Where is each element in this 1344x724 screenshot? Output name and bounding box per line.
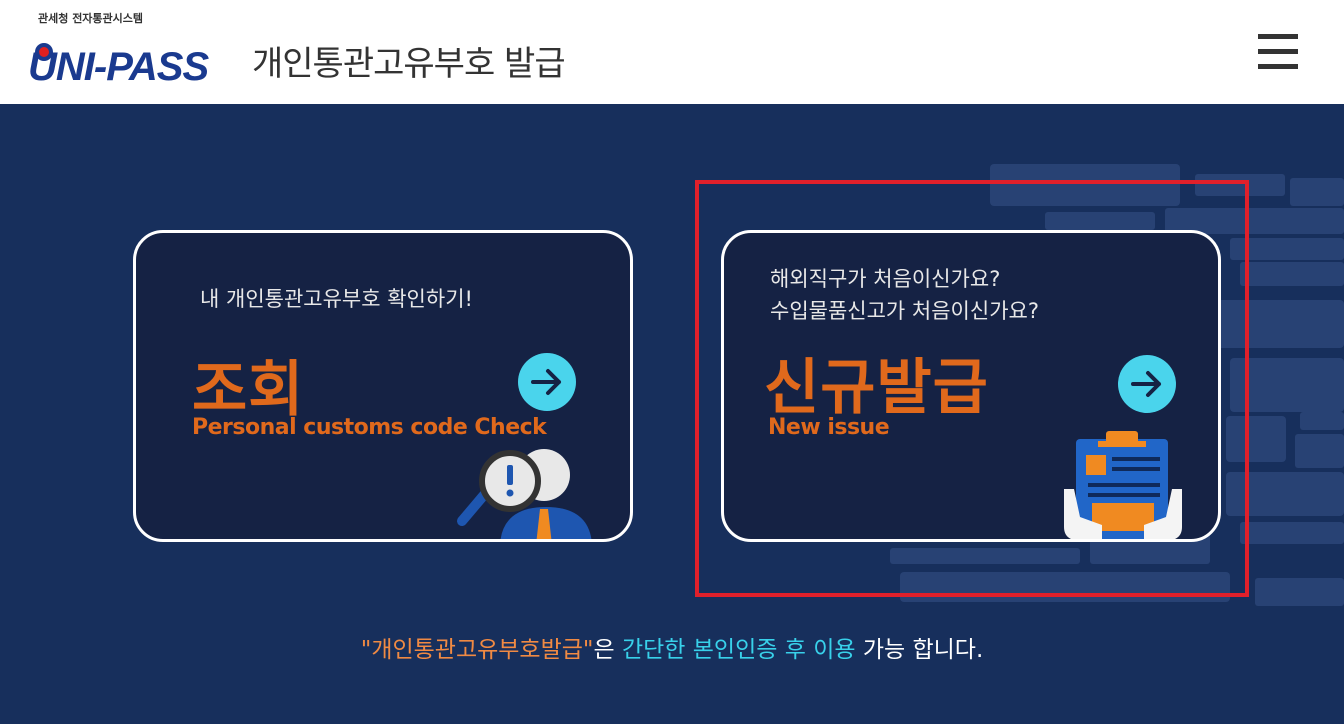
hamburger-menu-icon-bar	[1258, 49, 1298, 54]
logo-org-text: 관세청 전자통관시스템	[38, 12, 144, 25]
logo-mark: UNI-PASS	[28, 43, 210, 88]
arrow-right-circle-icon	[531, 369, 561, 395]
new-issue-arrow-button[interactable]	[1118, 355, 1176, 413]
hamburger-menu-icon-bar	[1258, 64, 1298, 69]
magnifier-person-icon	[457, 449, 592, 539]
lookup-subtitle: 내 개인통관고유부호 확인하기!	[200, 287, 473, 311]
new-issue-title: 신규발급	[764, 353, 989, 423]
arrow-right-circle-icon	[1131, 371, 1161, 397]
hamburger-menu-icon	[1258, 34, 1298, 39]
background-word-cloud	[890, 164, 1344, 606]
new-issue-english-label: New issue	[768, 415, 890, 440]
app-header: 관세청 전자통관시스템 UNI-PASS 개인통관고유부호 발급	[0, 0, 1344, 104]
new-issue-card[interactable]: 해외직구가 처음이신가요? 수입물품신고가 처음이신가요? 신규발급 New i…	[721, 230, 1221, 542]
logo-wordmark: UNI-PASS	[28, 45, 209, 88]
new-issue-subtitle-line1: 해외직구가 처음이신가요?	[770, 267, 1001, 291]
menu-button[interactable]	[1256, 32, 1300, 72]
main-content: 내 개인통관고유부호 확인하기! 조회 Personal customs cod…	[0, 104, 1344, 724]
notice-quoted-service: "개인통관고유부호발급"	[360, 637, 594, 663]
page-title: 개인통관고유부호 발급	[252, 44, 566, 84]
unipass-logo[interactable]: 관세청 전자통관시스템 UNI-PASS	[24, 10, 244, 88]
selection-highlight-box	[695, 180, 1249, 597]
notice-part1: 은	[593, 637, 622, 663]
notice-highlight: 간단한 본인인증 후 이용	[621, 637, 856, 663]
lookup-english-label: Personal customs code Check	[192, 415, 547, 440]
lookup-title: 조회	[192, 355, 305, 425]
clipboard-hands-icon	[1064, 431, 1182, 539]
lookup-arrow-button[interactable]	[518, 353, 576, 411]
notice-part2: 가능 합니다.	[855, 637, 984, 663]
notice-text: "개인통관고유부호발급"은 간단한 본인인증 후 이용 가능 합니다.	[0, 630, 1344, 664]
lookup-card[interactable]: 내 개인통관고유부호 확인하기! 조회 Personal customs cod…	[133, 230, 633, 542]
new-issue-subtitle-line2: 수입물품신고가 처음이신가요?	[770, 299, 1039, 323]
